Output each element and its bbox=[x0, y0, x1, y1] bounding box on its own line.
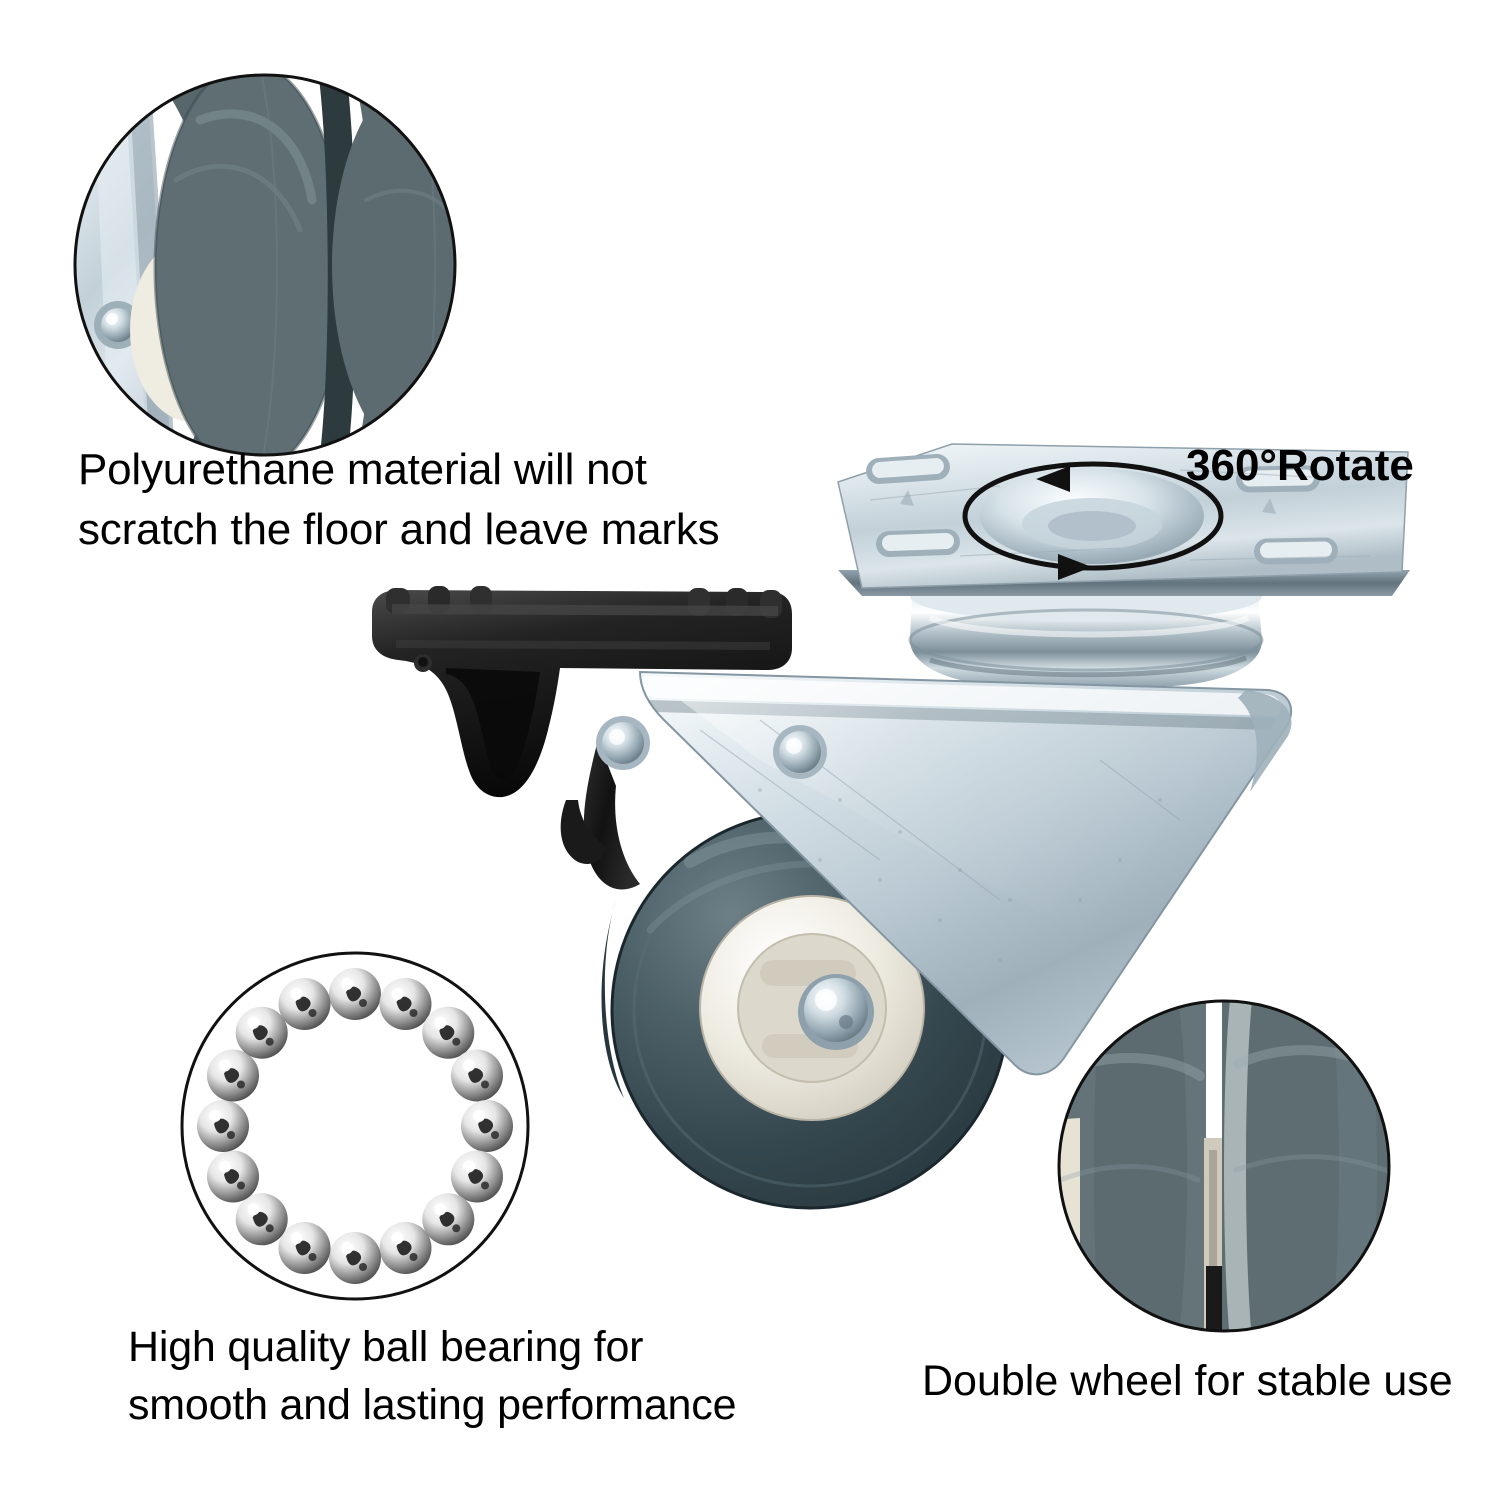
bearing-ball-highlight bbox=[473, 1110, 485, 1122]
rotate-indicator bbox=[962, 461, 1224, 580]
bearing-ball bbox=[197, 1100, 249, 1152]
bearing-ball-highlight bbox=[434, 1203, 447, 1216]
bearing-ball-highlight bbox=[290, 1232, 303, 1244]
bearing-ball bbox=[451, 1150, 503, 1203]
bearing-ball-highlight bbox=[290, 988, 303, 1000]
bearing-ball-highlight bbox=[341, 1242, 353, 1254]
fork-bracket bbox=[596, 670, 1293, 1076]
bearing-ball-speckle bbox=[227, 1131, 235, 1139]
bearing-ball-speckle bbox=[452, 1224, 461, 1233]
bearing-ball bbox=[379, 1222, 432, 1274]
bearing-ball-speckle bbox=[452, 1037, 461, 1046]
label-360-rotate: 360°Rotate bbox=[1186, 441, 1414, 490]
bearing-ball-speckle bbox=[295, 1240, 311, 1256]
bearing-ball bbox=[207, 1150, 259, 1203]
bearing-ball-highlight bbox=[219, 1160, 231, 1173]
bearing-ball bbox=[379, 978, 432, 1030]
bearing-ball bbox=[235, 1006, 288, 1059]
bearing-ball-speckle bbox=[237, 1181, 245, 1190]
double-wheel-closeup bbox=[1057, 999, 1391, 1333]
caption-ball-bearing: High quality ball bearing for smooth and… bbox=[128, 1323, 737, 1430]
bearing-ball bbox=[329, 1232, 381, 1284]
brake-pivot-rivet bbox=[596, 716, 650, 770]
bearing-ball-speckle bbox=[468, 1169, 484, 1184]
bearing-balls bbox=[197, 968, 513, 1284]
bearing-ball bbox=[329, 968, 381, 1020]
bearing-ball-speckle bbox=[481, 1181, 489, 1190]
ball-bearing-closeup bbox=[180, 951, 530, 1301]
fork-rivet-upper bbox=[773, 725, 827, 779]
bearing-ball-highlight bbox=[341, 978, 353, 990]
bearing-ball-speckle bbox=[439, 1211, 455, 1227]
bearing-ball-speckle bbox=[396, 1240, 412, 1256]
bearing-ball-highlight bbox=[463, 1059, 475, 1072]
bearing-ball-highlight bbox=[463, 1160, 475, 1173]
bearing-ball-highlight bbox=[219, 1059, 231, 1072]
bearing-ball-speckle bbox=[346, 986, 362, 1002]
bearing-ball bbox=[422, 1006, 475, 1059]
bearing-ball-highlight bbox=[247, 1203, 260, 1216]
bearing-ball-highlight bbox=[391, 1232, 404, 1244]
bearing-ball-speckle bbox=[265, 1037, 274, 1046]
bearing-ball-speckle bbox=[265, 1224, 274, 1233]
bearing-ball-speckle bbox=[346, 1250, 362, 1266]
bearing-ball-speckle bbox=[478, 1118, 494, 1134]
bearing-ball-highlight bbox=[209, 1110, 221, 1122]
bearing-ball-speckle bbox=[409, 1253, 418, 1261]
bearing-ball bbox=[422, 1193, 475, 1246]
brake-grip-ridges bbox=[386, 586, 782, 618]
bearing-ball-speckle bbox=[224, 1068, 240, 1083]
bearing-ball-highlight bbox=[391, 988, 404, 1000]
polyurethane-closeup bbox=[73, 73, 457, 457]
bearing-ball bbox=[278, 1222, 331, 1274]
bearing-ball bbox=[207, 1049, 259, 1102]
wheel-axle-bolt bbox=[798, 974, 874, 1050]
bearing-ball bbox=[278, 978, 331, 1030]
bearing-ball-speckle bbox=[468, 1068, 484, 1083]
bearing-ball-speckle bbox=[439, 1025, 455, 1041]
bearing-ball-speckle bbox=[308, 1253, 317, 1261]
caption-polyurethane: Polyurethane material will not scratch t… bbox=[78, 445, 720, 554]
bearing-ball-speckle bbox=[224, 1169, 240, 1184]
bearing-ball-speckle bbox=[252, 1025, 268, 1041]
main-wheel bbox=[601, 810, 1010, 1210]
brake-pedal bbox=[372, 586, 792, 890]
arrow-left-top bbox=[1036, 466, 1070, 492]
bearing-ball-speckle bbox=[214, 1118, 230, 1134]
bearing-ball bbox=[451, 1049, 503, 1102]
caption-double-wheel: Double wheel for stable use bbox=[922, 1357, 1453, 1405]
bearing-ball bbox=[461, 1100, 513, 1152]
arrow-right-bottom bbox=[1058, 554, 1092, 580]
bearing-ball-speckle bbox=[237, 1080, 245, 1089]
bearing-ball bbox=[235, 1193, 288, 1246]
bearing-ball-speckle bbox=[491, 1131, 499, 1139]
bearing-ball-speckle bbox=[359, 1263, 367, 1271]
bearing-ball-speckle bbox=[396, 996, 412, 1012]
bearing-ball-speckle bbox=[252, 1211, 268, 1227]
bearing-ball-highlight bbox=[434, 1016, 447, 1029]
swivel-raceway bbox=[908, 570, 1264, 686]
bearing-ball-speckle bbox=[295, 996, 311, 1012]
bearing-ball-speckle bbox=[359, 999, 367, 1007]
bearing-ball-highlight bbox=[247, 1016, 260, 1029]
bearing-ball-speckle bbox=[409, 1009, 418, 1017]
bearing-ball-speckle bbox=[308, 1009, 317, 1017]
bearing-ball-speckle bbox=[481, 1080, 489, 1089]
